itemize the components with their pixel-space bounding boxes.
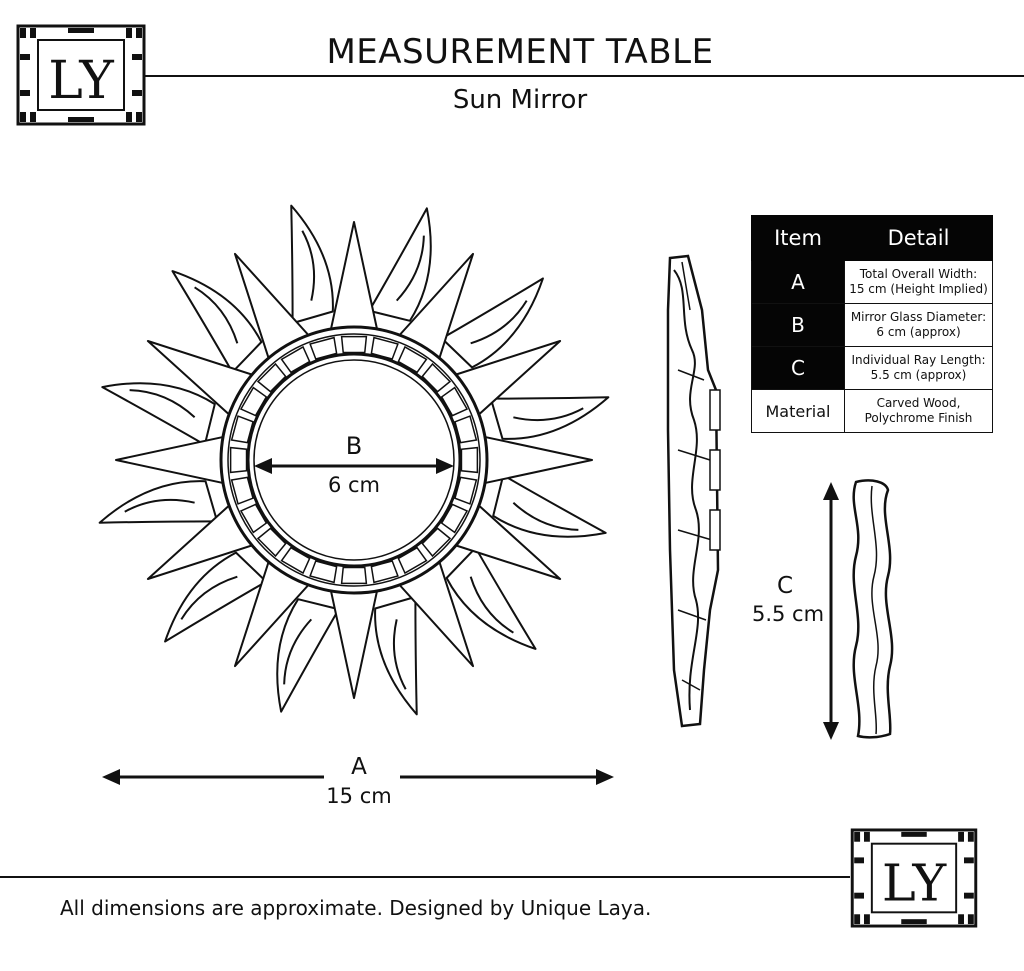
dimension-a-value: 15 cm — [326, 784, 392, 808]
row-detail-a: Total Overall Width:15 cm (Height Implie… — [844, 260, 993, 304]
page-subtitle: Sun Mirror — [452, 85, 588, 115]
dimension-b-value: 6 cm — [327, 473, 381, 497]
brand-logo-top: LY — [16, 24, 146, 126]
table-row: C Individual Ray Length:5.5 cm (approx) — [751, 346, 993, 390]
spec-table: Item Detail A Total Overall Width:15 cm … — [751, 215, 993, 433]
logo-text: LY — [882, 855, 948, 914]
footer-divider — [0, 876, 850, 878]
table-row: A Total Overall Width:15 cm (Height Impl… — [751, 260, 993, 304]
logo-text: LY — [48, 51, 114, 111]
header-divider — [145, 75, 1024, 77]
sun-mirror-front-view — [98, 204, 610, 716]
dimension-b-letter: B — [345, 432, 363, 460]
table-row: Material Carved Wood,Polychrome Finish — [751, 389, 993, 433]
row-item-material: Material — [751, 389, 845, 433]
dimension-c-letter: C — [776, 573, 794, 599]
footer-note: All dimensions are approximate. Designed… — [60, 896, 652, 920]
row-detail-material: Carved Wood,Polychrome Finish — [844, 389, 993, 433]
column-header-detail: Detail — [844, 215, 993, 261]
dimension-c-arrow — [823, 482, 839, 740]
row-detail-b: Mirror Glass Diameter:6 cm (approx) — [844, 303, 993, 347]
dimension-a-arrow — [102, 769, 614, 785]
row-item-c: C — [751, 346, 845, 390]
dimension-c-value: 5.5 cm — [751, 602, 825, 626]
dimension-a-letter: A — [351, 754, 367, 780]
row-item-a: A — [751, 260, 845, 304]
brand-logo-bottom: LY — [850, 828, 978, 928]
single-ray-piece — [852, 479, 894, 739]
column-header-item: Item — [751, 215, 845, 261]
page-title: MEASUREMENT TABLE — [326, 32, 714, 72]
table-row: B Mirror Glass Diameter:6 cm (approx) — [751, 303, 993, 347]
row-item-b: B — [751, 303, 845, 347]
sun-mirror-side-view — [666, 254, 721, 728]
row-detail-c: Individual Ray Length:5.5 cm (approx) — [844, 346, 993, 390]
